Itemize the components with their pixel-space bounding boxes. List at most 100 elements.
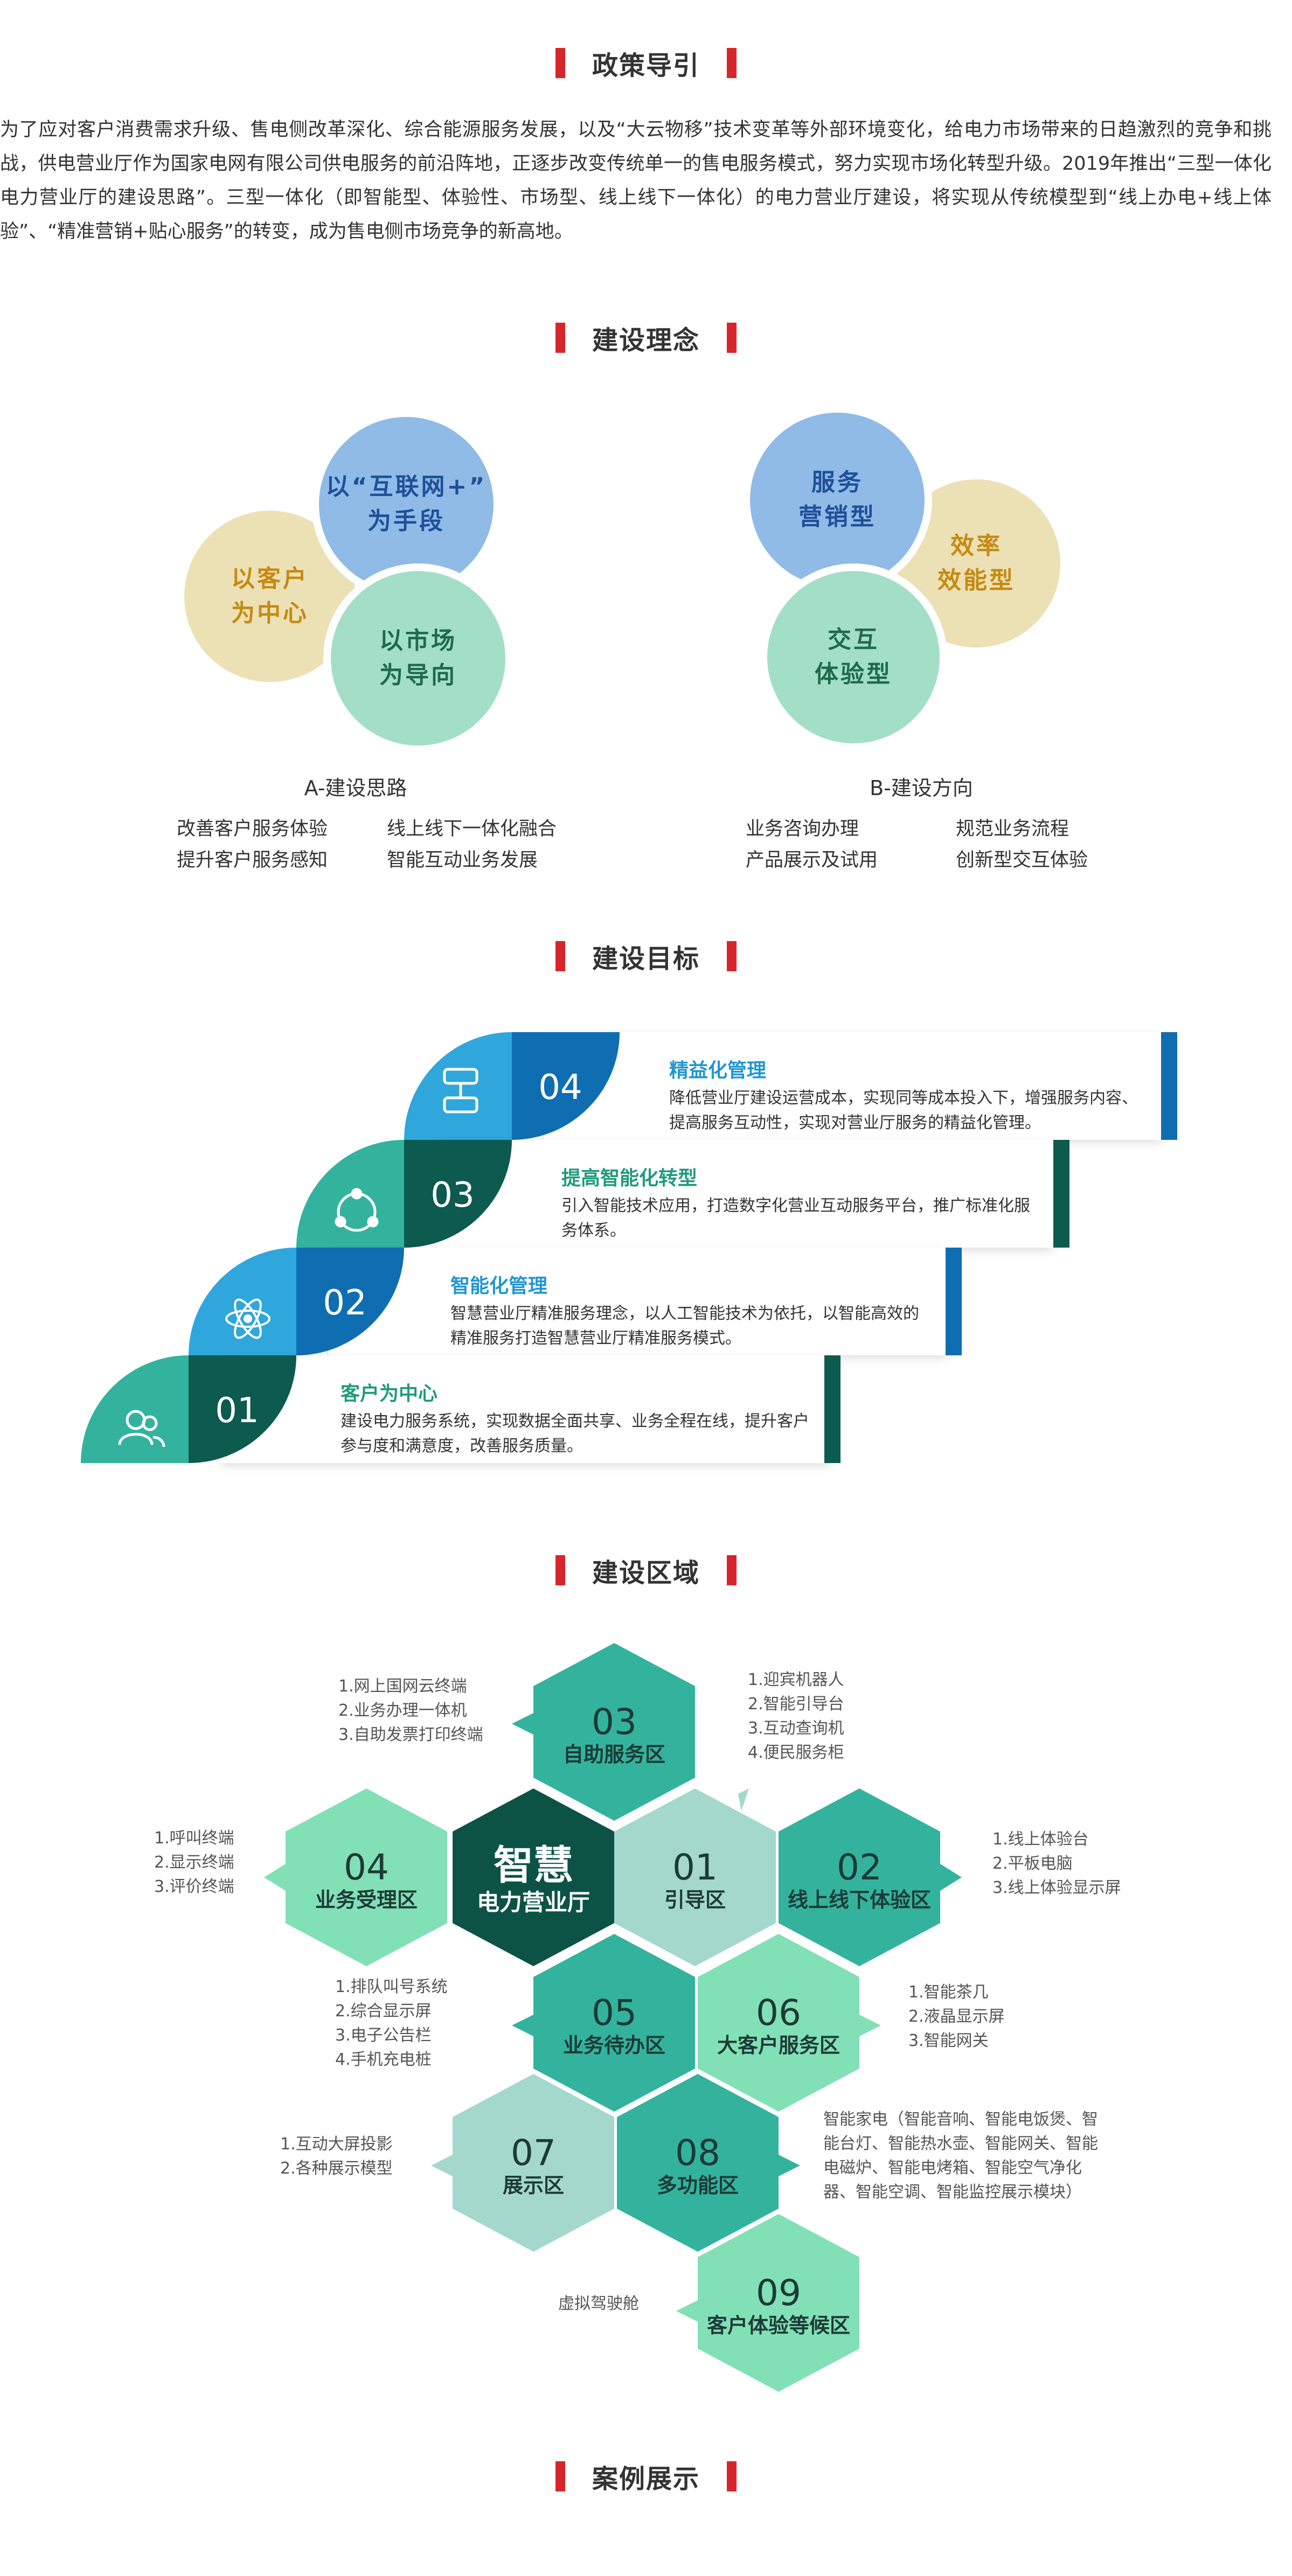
hex-pointer: [859, 2015, 881, 2036]
list-item: 1.智能茶几: [908, 1983, 989, 2002]
hex-pointer: [512, 1713, 533, 1735]
hex-number: 07: [511, 2132, 556, 2174]
hex-label-05: 05 业务待办区: [533, 1993, 695, 2058]
hex-03: [533, 1643, 695, 1821]
area-list-09: 虚拟驾驶舱: [558, 2292, 639, 2316]
hex-name: 大客户服务区: [717, 2034, 840, 2057]
hex-08: [617, 2074, 779, 2252]
list-item: 1.网上国网云终端: [338, 1677, 467, 1696]
hex-number: 02: [837, 1847, 882, 1888]
flow-icon: [443, 1068, 478, 1113]
goal-card-bg: [329, 1248, 946, 1355]
list-item: 电磁炉、智能电烤箱、智能空气净化: [823, 2159, 1082, 2177]
area-list-04: 1.呼叫终端 2.显示终端 3.评价终端: [154, 1826, 234, 1899]
goal-card-accent: [1053, 1140, 1069, 1248]
hex-center-title: 智慧: [494, 1842, 573, 1889]
goal-card-bg: [436, 1140, 1053, 1248]
hex-name: 业务受理区: [315, 1888, 418, 1912]
concept-a-circle-market: 以市场 为导向: [323, 563, 513, 753]
hex-name: 多功能区: [656, 2174, 739, 2197]
hex-label-06: 06 大客户服务区: [698, 1993, 859, 2058]
users-icon: [118, 1410, 165, 1447]
hex-label-01: 01 引导区: [614, 1848, 776, 1912]
goal-number: 03: [430, 1175, 474, 1215]
list-item: 3.智能网关: [908, 2031, 989, 2050]
hex-name: 展示区: [502, 2174, 564, 2197]
goal-number: 04: [538, 1068, 582, 1108]
area-list-08: 智能家电（智能音响、智能电饭煲、智 能台灯、智能热水壶、智能网关、智能 电磁炉、…: [823, 2107, 1098, 2204]
goal-desc-04: 降低营业厅建设运营成本，实现同等成本投入下，增强服务内容、提高服务互动性，实现对…: [669, 1089, 1138, 1132]
goal-card-accent: [824, 1355, 841, 1463]
goal-num-block: [404, 1140, 512, 1248]
hex-name: 线上线下体验区: [787, 1888, 931, 1912]
list-item: 1.呼叫终端: [154, 1829, 234, 1848]
list-item: 1.排队叫号系统: [335, 1978, 448, 1996]
hex-label-09: 09 客户体验等候区: [698, 2273, 859, 2338]
concept-b-item: 业务咨询办理: [746, 818, 859, 840]
hex-07: [453, 2074, 614, 2252]
hex-06: [698, 1934, 859, 2112]
hex-name: 引导区: [664, 1888, 726, 1912]
goal-number: 02: [323, 1283, 366, 1323]
goal-card-bg: [221, 1355, 830, 1463]
list-item: 智能家电（智能音响、智能电饭煲、智: [823, 2110, 1098, 2129]
hex-label-03: 03 自助服务区: [533, 1702, 695, 1767]
hex-label-center: 智慧 电力营业厅: [453, 1842, 614, 1917]
list-item: 3.自助发票打印终端: [338, 1725, 483, 1744]
list-item: 2.综合显示屏: [335, 2002, 432, 2021]
list-item: 3.电子公告栏: [335, 2026, 432, 2045]
list-item: 3.评价终端: [154, 1877, 234, 1896]
hex-pointer: [512, 2015, 533, 2036]
concept-b-caption: B-建设方向: [870, 776, 973, 800]
list-item: 2.显示终端: [154, 1853, 234, 1872]
list-item: 1.迎宾机器人: [748, 1670, 844, 1689]
list-item: 2.业务办理一体机: [338, 1701, 467, 1720]
section-title-policy: 政策导引: [0, 44, 1292, 82]
hex-pointer: [738, 1788, 749, 1811]
hex-01: [614, 1788, 776, 1966]
hex-number: 06: [756, 1992, 801, 2034]
hex-label-07: 07 展示区: [453, 2133, 614, 2198]
goal-title-02: 智能化管理: [450, 1275, 548, 1297]
hex-09: [698, 2214, 859, 2392]
goal-title-01: 客户为中心: [341, 1383, 438, 1405]
goal-card-bg: [544, 1032, 1161, 1140]
hex-number: 03: [592, 1701, 637, 1743]
concept-b-item: 创新型交互体验: [956, 850, 1088, 871]
goal-card-04: [404, 1032, 1177, 1140]
hex-number: 01: [672, 1847, 718, 1888]
goal-icon-block: [404, 1032, 512, 1140]
goal-number: 01: [215, 1391, 259, 1431]
list-item: 4.便民服务柜: [748, 1743, 844, 1762]
concept-a-caption: A-建设思路: [304, 776, 407, 800]
hex-pointer: [264, 1864, 286, 1891]
list-item: 3.线上体验显示屏: [992, 1878, 1121, 1897]
hex-number: 05: [592, 1992, 637, 2034]
hex-label-04: 04 业务受理区: [286, 1848, 447, 1912]
list-item: 1.线上体验台: [992, 1830, 1089, 1849]
concept-a-item: 线上线下一体化融合: [387, 818, 557, 840]
hex-pointer: [779, 2155, 800, 2176]
concept-a-item: 智能互动业务发展: [387, 850, 538, 871]
intro-paragraph: 为了应对客户消费需求升级、售电侧改革深化、综合能源服务发展，以及“大云物移”技术…: [0, 119, 1272, 242]
goal-desc-02: 智慧营业厅精准服务理念，以人工智能技术为依托，以智能高效的精准服务打造智慧营业厅…: [450, 1304, 919, 1348]
section-title-cases: 案例展示: [0, 2457, 1292, 2495]
goal-title-03: 提高智能化转型: [561, 1167, 698, 1189]
goal-num-block: [296, 1248, 404, 1355]
hex-label-02: 02 线上线下体验区: [779, 1848, 940, 1912]
hex-02: [779, 1788, 940, 1966]
list-item: 2.智能引导台: [748, 1695, 844, 1714]
atom-icon: [225, 1298, 270, 1339]
hex-center-sub: 电力营业厅: [476, 1889, 590, 1916]
concept-b-item: 产品展示及试用: [746, 850, 878, 871]
goal-num-block: [189, 1355, 296, 1463]
section-title-areas: 建设区域: [0, 1551, 1292, 1589]
goal-card-02: [189, 1248, 962, 1355]
hex-label-08: 08 多功能区: [617, 2133, 779, 2198]
list-item: 能台灯、智能热水壶、智能网关、智能: [823, 2134, 1098, 2153]
hex-04: [286, 1788, 447, 1966]
section-title-goals: 建设目标: [0, 937, 1292, 975]
list-item: 2.各种展示模型: [280, 2159, 393, 2178]
cycle-icon: [335, 1188, 379, 1232]
list-item: 4.手机充电桩: [335, 2050, 432, 2069]
